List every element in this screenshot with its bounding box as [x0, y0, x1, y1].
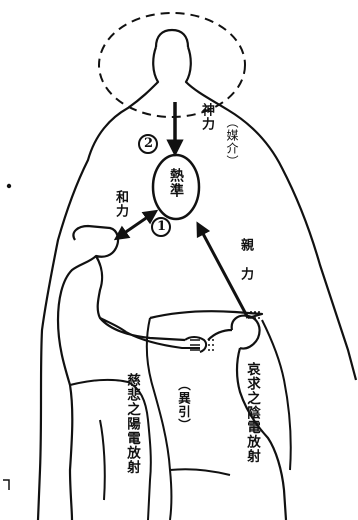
label-standard: 熱準 — [168, 168, 183, 198]
divine-figure-outline — [38, 47, 356, 520]
glyph-number-1: 1 — [157, 219, 166, 234]
label-divine-force: 神力 — [199, 103, 214, 131]
glyph-number-2: 2 — [144, 136, 153, 151]
seated-figure-arm — [126, 332, 206, 352]
stray-corner-mark — [3, 480, 9, 490]
stray-dot — [7, 184, 11, 188]
label-harmony-force: 和力 — [110, 190, 130, 218]
halo-dashed-circle — [99, 13, 245, 117]
seated-figure-left — [58, 226, 185, 520]
kneeling-figure-back — [262, 320, 291, 470]
label-supplication-emission: 哀求之陰電放射 — [244, 362, 259, 464]
label-compassion-emission: 慈悲之陽電放射 — [124, 373, 139, 475]
label-attraction: （異引） — [176, 378, 191, 432]
label-parent-force: 親力 — [238, 238, 253, 296]
label-medium: （媒介） — [224, 116, 239, 168]
divine-figure-head — [156, 30, 188, 47]
